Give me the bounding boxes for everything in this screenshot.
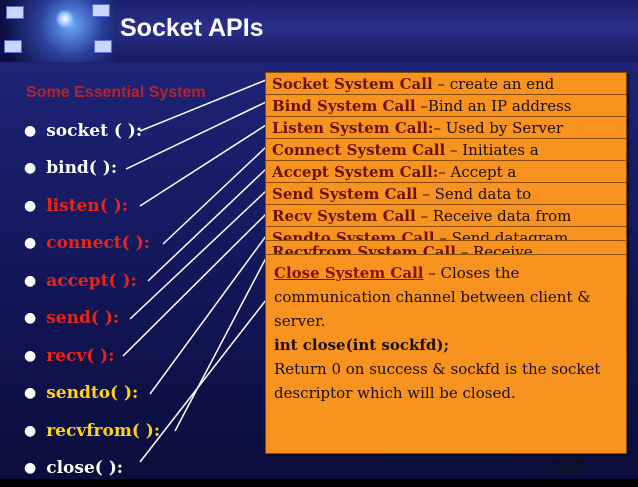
card-close-detail: Close System Call – Closes the communica… xyxy=(265,254,627,454)
close-prototype: int close(int sockfd); xyxy=(274,336,449,354)
page-number: 7/11 xyxy=(548,454,585,477)
close-returns: Return 0 on success & sockfd is the sock… xyxy=(274,360,600,402)
close-title: Close System Call xyxy=(274,264,423,282)
